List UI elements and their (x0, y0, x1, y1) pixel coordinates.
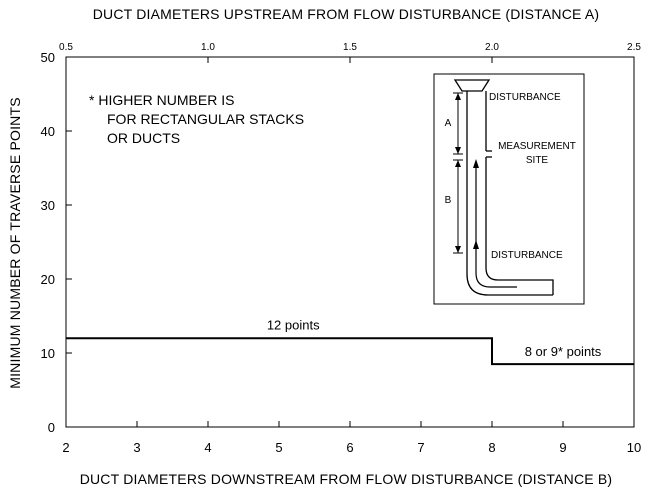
y-tick-label: 30 (41, 198, 55, 213)
y-tick-label: 20 (41, 272, 55, 287)
series-layer (66, 337, 634, 366)
flow-arrowhead-lower (473, 240, 479, 249)
y-tick-label: 0 (48, 420, 55, 435)
footnote-line-1: * HIGHER NUMBER IS (89, 92, 234, 108)
duct-inner-wall (485, 91, 554, 295)
stack-funnel (453, 79, 491, 92)
x-tick-label: 2 (62, 440, 69, 455)
top-tick-label: 2.0 (485, 42, 499, 53)
y-tick-label: 40 (41, 124, 55, 139)
duct-inset-diagram: A B DISTURBANCE MEASUREMENT SITE DISTURB… (433, 73, 585, 305)
x-tick-label: 7 (417, 440, 424, 455)
flow-arrowhead-upper (473, 159, 479, 168)
footnote-line-3: OR DUCTS (107, 130, 180, 146)
series-data-label: 8 or 9* points (525, 344, 602, 359)
inset-disturbance-bottom: DISTURBANCE (491, 250, 563, 261)
footnote-line-2: FOR RECTANGULAR STACKS (107, 111, 304, 127)
inset-site-label: SITE (526, 155, 549, 166)
top-tick-label: 1.0 (201, 42, 215, 53)
dim-a-arrowheads (455, 93, 461, 154)
x-tick-label: 5 (275, 440, 282, 455)
x-tick-label: 9 (559, 440, 566, 455)
flow-path-arrow (475, 168, 517, 288)
inset-frame (433, 73, 585, 305)
inset-measurement-label: MEASUREMENT (498, 141, 576, 152)
y-axis-title: MINIMUM NUMBER OF TRAVERSE POINTS (7, 97, 23, 389)
top-axis-title: DUCT DIAMETERS UPSTREAM FROM FLOW DISTUR… (93, 6, 600, 22)
footnote: * HIGHER NUMBER IS FOR RECTANGULAR STACK… (89, 92, 304, 146)
x-tick-label: 3 (133, 440, 140, 455)
x-tick-label: 10 (627, 440, 641, 455)
top-tick-label: 1.5 (343, 42, 357, 53)
left-axis-ticks: 0 10 20 30 40 50 (41, 50, 72, 435)
top-axis-ticks: 0.5 1.0 1.5 2.0 2.5 (59, 42, 641, 63)
x-tick-label: 6 (346, 440, 353, 455)
series-data-label: 12 points (267, 317, 320, 332)
traverse-points-line (66, 337, 634, 366)
y-tick-label: 50 (41, 50, 55, 65)
bottom-axis-ticks: 2 3 4 5 6 7 8 9 10 (62, 421, 641, 455)
top-tick-label: 2.5 (627, 42, 641, 53)
x-tick-label: 4 (204, 440, 211, 455)
dim-a-label: A (445, 118, 452, 129)
x-tick-label: 8 (488, 440, 495, 455)
top-tick-label: 0.5 (59, 42, 73, 53)
bottom-axis-title: DUCT DIAMETERS DOWNSTREAM FROM FLOW DIST… (80, 471, 613, 487)
dim-b-label: B (445, 195, 452, 206)
y-tick-label: 10 (41, 346, 55, 361)
inset-disturbance-top: DISTURBANCE (489, 92, 561, 103)
data-labels: 12 points 8 or 9* points (267, 317, 602, 359)
duct-outer-wall (466, 91, 553, 296)
